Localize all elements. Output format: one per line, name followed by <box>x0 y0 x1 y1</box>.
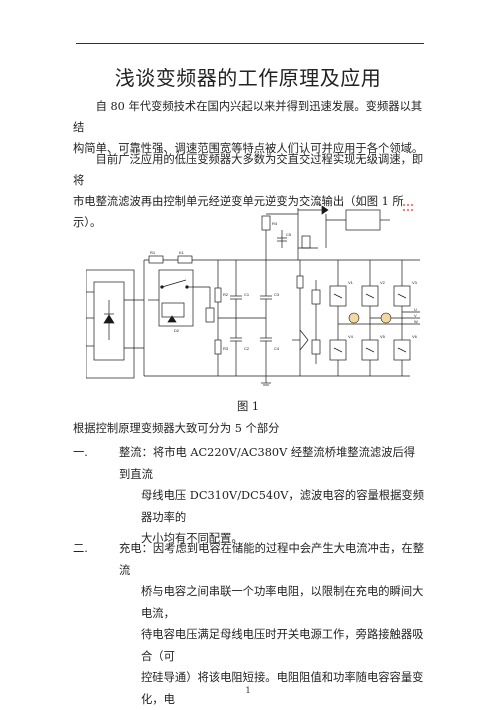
input-block <box>86 269 135 379</box>
label-u: U <box>414 307 417 312</box>
intro-line: 根据控制原理变频器大致可分为 5 个部分 <box>73 422 280 435</box>
list-2-line-2: 桥与电容之间串联一个功率电阻，以限制在充电的瞬间大电流， <box>141 585 424 620</box>
header-rule <box>76 43 424 44</box>
page-number: 1 <box>245 686 251 695</box>
list-1-line-3: 大小均有不同配置。 <box>141 532 243 545</box>
list-2-line-1: 充电：因考虑到电容在储能的过程中会产生大电流冲击，在整流 <box>119 542 425 577</box>
label-v1: V1 <box>348 280 354 285</box>
label-c3: C3 <box>274 292 280 297</box>
label-w: W <box>414 319 418 324</box>
list-number-2: 二. <box>73 542 88 555</box>
label-d2: D2 <box>174 328 180 333</box>
list-item-2: 二. 充电：因考虑到电容在储能的过程中会产生大电流冲击，在整流 桥与电容之间串联… <box>73 538 425 710</box>
list-item-1: 一. 整流：将市电 AC220V/AC380V 经整流桥堆整流滤波后得到直流 母… <box>73 442 425 550</box>
rectifier-bridge <box>93 281 125 361</box>
paragraph-2-line-1: 目前广泛应用的低压变频器大多数为交直交过程实现无级调速，即将 <box>73 153 424 187</box>
label-k1: K1 <box>179 250 185 255</box>
circuit-diagram: R1 K1 R2 R3 C1 C2 C3 C4 R4 C5 D1 D2 V1 V… <box>86 201 420 386</box>
label-v3: V3 <box>412 280 418 285</box>
paragraph-2-line-2: 市电整流滤波再由控制单元经逆变单元逆变为交流输出（如图 1 所示）。 <box>73 195 404 229</box>
list-1-line-2: 母线电压 DC310V/DC540V，滤波电容的容量根据变频器功率的 <box>141 489 424 524</box>
paragraph-2: 目前广泛应用的低压变频器大多数为交直交过程实现无级调速，即将 市电整流滤波再由控… <box>73 149 425 233</box>
label-r2: R2 <box>223 292 229 297</box>
label-v4: V4 <box>348 334 354 339</box>
label-d1: D1 <box>316 201 322 206</box>
label-r4: R4 <box>272 221 278 226</box>
label-v5: V5 <box>380 334 386 339</box>
label-v2: V2 <box>380 280 386 285</box>
figure-caption: 图 1 <box>236 400 260 413</box>
document-title: 浅谈变频器的工作原理及应用 <box>114 66 382 90</box>
label-c1: C1 <box>244 292 250 297</box>
paragraph-1-line-1: 自 80 年代变频技术在国内兴起以来并得到迅速发展。变频器以其结 <box>73 100 423 134</box>
label-c2: C2 <box>244 346 250 351</box>
label-r3: R3 <box>223 346 229 351</box>
list-body-1: 整流：将市电 AC220V/AC380V 经整流桥堆整流滤波后得到直流 母线电压… <box>119 442 425 550</box>
list-number-1: 一. <box>73 446 88 459</box>
label-c4: C4 <box>274 346 280 351</box>
label-v6: V6 <box>412 334 418 339</box>
list-body-2: 充电：因考虑到电容在储能的过程中会产生大电流冲击，在整流 桥与电容之间串联一个功… <box>119 538 425 710</box>
paragraph-1-line-2: 构简单、可靠性强、调速范围宽等特点被人们认可并应用于各个领域。 <box>73 142 424 155</box>
list-2-line-3: 待电容电压满足母线电压时开关电源工作，旁路接触器吸合（可 <box>141 628 424 663</box>
label-v: V <box>414 313 417 318</box>
paragraph-1: 自 80 年代变频技术在国内兴起以来并得到迅速发展。变频器以其结 构简单、可靠性… <box>73 96 425 159</box>
list-1-line-1: 整流：将市电 AC220V/AC380V 经整流桥堆整流滤波后得到直流 <box>119 446 416 481</box>
label-c5: C5 <box>286 232 292 237</box>
label-r1: R1 <box>150 250 156 255</box>
